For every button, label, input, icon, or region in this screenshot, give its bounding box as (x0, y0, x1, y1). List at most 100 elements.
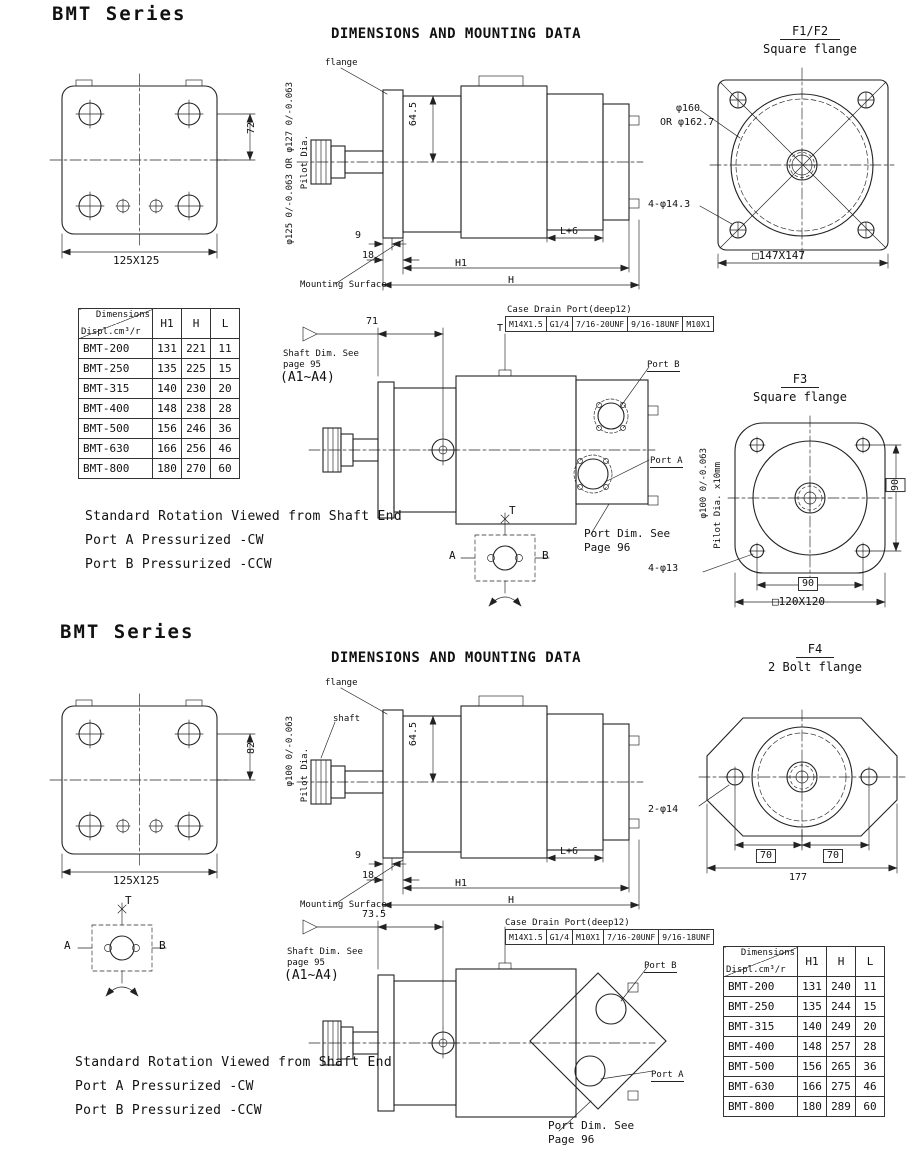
mounting-surface-label-bottom: Mounting Surface (300, 900, 387, 910)
cell: 20 (210, 378, 240, 399)
cell: M14X1.5 (505, 316, 547, 332)
drain-thread-table-bottom: M14X1.5 G1/4 M10X1 7/16-20UNF 9/16-18UNF (505, 929, 715, 945)
cell: 131 (797, 976, 827, 997)
cell: 156 (797, 1056, 827, 1077)
f12-bolt-holes-label: 4-φ14.3 (648, 199, 691, 210)
rotation-schematic-top (455, 503, 555, 618)
flange-f12-header: F1/F2 Square flange (755, 24, 865, 56)
f12-pilot-dia-alt-label: OR φ162.7 (660, 117, 715, 128)
f12-pilot-dia-label: φ160 (676, 103, 701, 114)
cell: 156 (152, 418, 182, 439)
cell: BMT-800 (78, 458, 153, 479)
flange-f3-name: Square flange (753, 390, 847, 404)
assembly-drawing-bottom (293, 903, 667, 1132)
cell: 270 (181, 458, 211, 479)
cell: 166 (152, 438, 182, 459)
front-view-drawing-top (40, 78, 275, 263)
pilot-dia-label-top: Pilot Dia. (300, 135, 310, 190)
cell: 246 (181, 418, 211, 439)
corner-bottom: Displ.cm³/r (81, 327, 141, 337)
cell: 265 (826, 1056, 856, 1077)
table-corner-cell: Dimensions Displ.cm³/r (78, 308, 153, 339)
rotation-note-1-bottom: Standard Rotation Viewed from Shaft End (75, 1055, 392, 1070)
rotation-note-1-top: Standard Rotation Viewed from Shaft End (85, 509, 402, 524)
f4-dim-left-label: 70 (756, 849, 777, 863)
dim-h-bottom: H (508, 895, 515, 906)
dim-71-label: 71 (366, 316, 379, 327)
table-header-row: Dimensions Displ.cm³/r H1 H L (78, 308, 240, 339)
assembly-drawing-top (293, 310, 659, 535)
col-header: H1 (797, 946, 827, 977)
side-view-drawing-bottom (283, 672, 648, 922)
dim-735-label: 73.5 (362, 909, 387, 920)
cell: 7/16-20UNF (603, 929, 660, 945)
flange-f4-name: 2 Bolt flange (768, 660, 862, 674)
cell: 46 (210, 438, 240, 459)
f3-pilot-dim-label: φ100 0/-0.063 (699, 448, 709, 519)
case-drain-label-bottom: Case Drain Port(deep12) (505, 918, 630, 928)
schematic-a-label-bottom: A (64, 939, 71, 952)
series-title-top: BMT Series (52, 3, 187, 25)
cell: 135 (797, 996, 827, 1017)
f3-pilot-dia-label: Pilot Dia. x10mm (713, 462, 723, 549)
front-height-dim-top: 72 (246, 122, 257, 135)
port-note-1-bottom: Port Dim. See (548, 1119, 635, 1132)
cell: 36 (855, 1056, 885, 1077)
f3-dim-right-label: 90 (886, 478, 906, 493)
f4-dim-right-label: 70 (823, 849, 844, 863)
shaft-label-bottom: shaft (333, 714, 361, 724)
t-port-label: T (497, 323, 504, 334)
shaft-note-3-bottom: (A1~A4) (284, 968, 339, 983)
f12-square-dim-label: □147X147 (752, 249, 805, 262)
front-square-dim-bottom: 125X125 (113, 874, 160, 887)
shaft-note-2-top: page 95 (283, 360, 321, 370)
cell: 148 (797, 1036, 827, 1057)
cell: BMT-200 (78, 338, 153, 359)
port-note-2-bottom: Page 96 (548, 1133, 595, 1146)
dim-645-bottom: 64.5 (408, 722, 419, 747)
port-b-label-top: Port B (647, 360, 680, 373)
rotation-schematic-bottom (72, 893, 172, 1008)
flange-f12-code: F1/F2 (779, 24, 841, 40)
front-height-dim-bottom: 82 (246, 742, 257, 755)
dim-h1-bottom: H1 (455, 878, 468, 889)
cell: 240 (826, 976, 856, 997)
cell: BMT-500 (723, 1056, 798, 1077)
f3-square-dim-label: □120X120 (772, 595, 825, 608)
cell: 256 (181, 438, 211, 459)
cell: 60 (855, 1096, 885, 1117)
cell: 15 (855, 996, 885, 1017)
cell: BMT-630 (78, 438, 153, 459)
cell: 275 (826, 1076, 856, 1097)
dim-h1-top: H1 (455, 258, 468, 269)
cell: M14X1.5 (505, 929, 547, 945)
port-a-label-bottom: Port A (651, 1070, 684, 1083)
table-corner-cell: Dimensions Displ.cm³/r (723, 946, 798, 977)
col-header: L (210, 308, 240, 339)
cell: 238 (181, 398, 211, 419)
port-note-1-top: Port Dim. See (584, 527, 671, 540)
cell: BMT-250 (723, 996, 798, 1017)
cell: 257 (826, 1036, 856, 1057)
flange-label-top: flange (325, 58, 358, 68)
dim-l6-top: L+6 (560, 226, 579, 237)
page-heading-top: DIMENSIONS AND MOUNTING DATA (331, 26, 582, 42)
cell: M10X1 (571, 929, 605, 945)
col-header: L (855, 946, 885, 977)
cell: 28 (855, 1036, 885, 1057)
cell: BMT-400 (78, 398, 153, 419)
port-note-2-top: Page 96 (584, 541, 631, 554)
cell: 135 (152, 358, 182, 379)
cell: BMT-500 (78, 418, 153, 439)
rotation-note-2-top: Port A Pressurized -CW (85, 533, 264, 548)
front-square-dim-top: 125X125 (113, 254, 160, 267)
page-heading-bottom: DIMENSIONS AND MOUNTING DATA (331, 650, 582, 666)
cell: 289 (826, 1096, 856, 1117)
cell: 249 (826, 1016, 856, 1037)
